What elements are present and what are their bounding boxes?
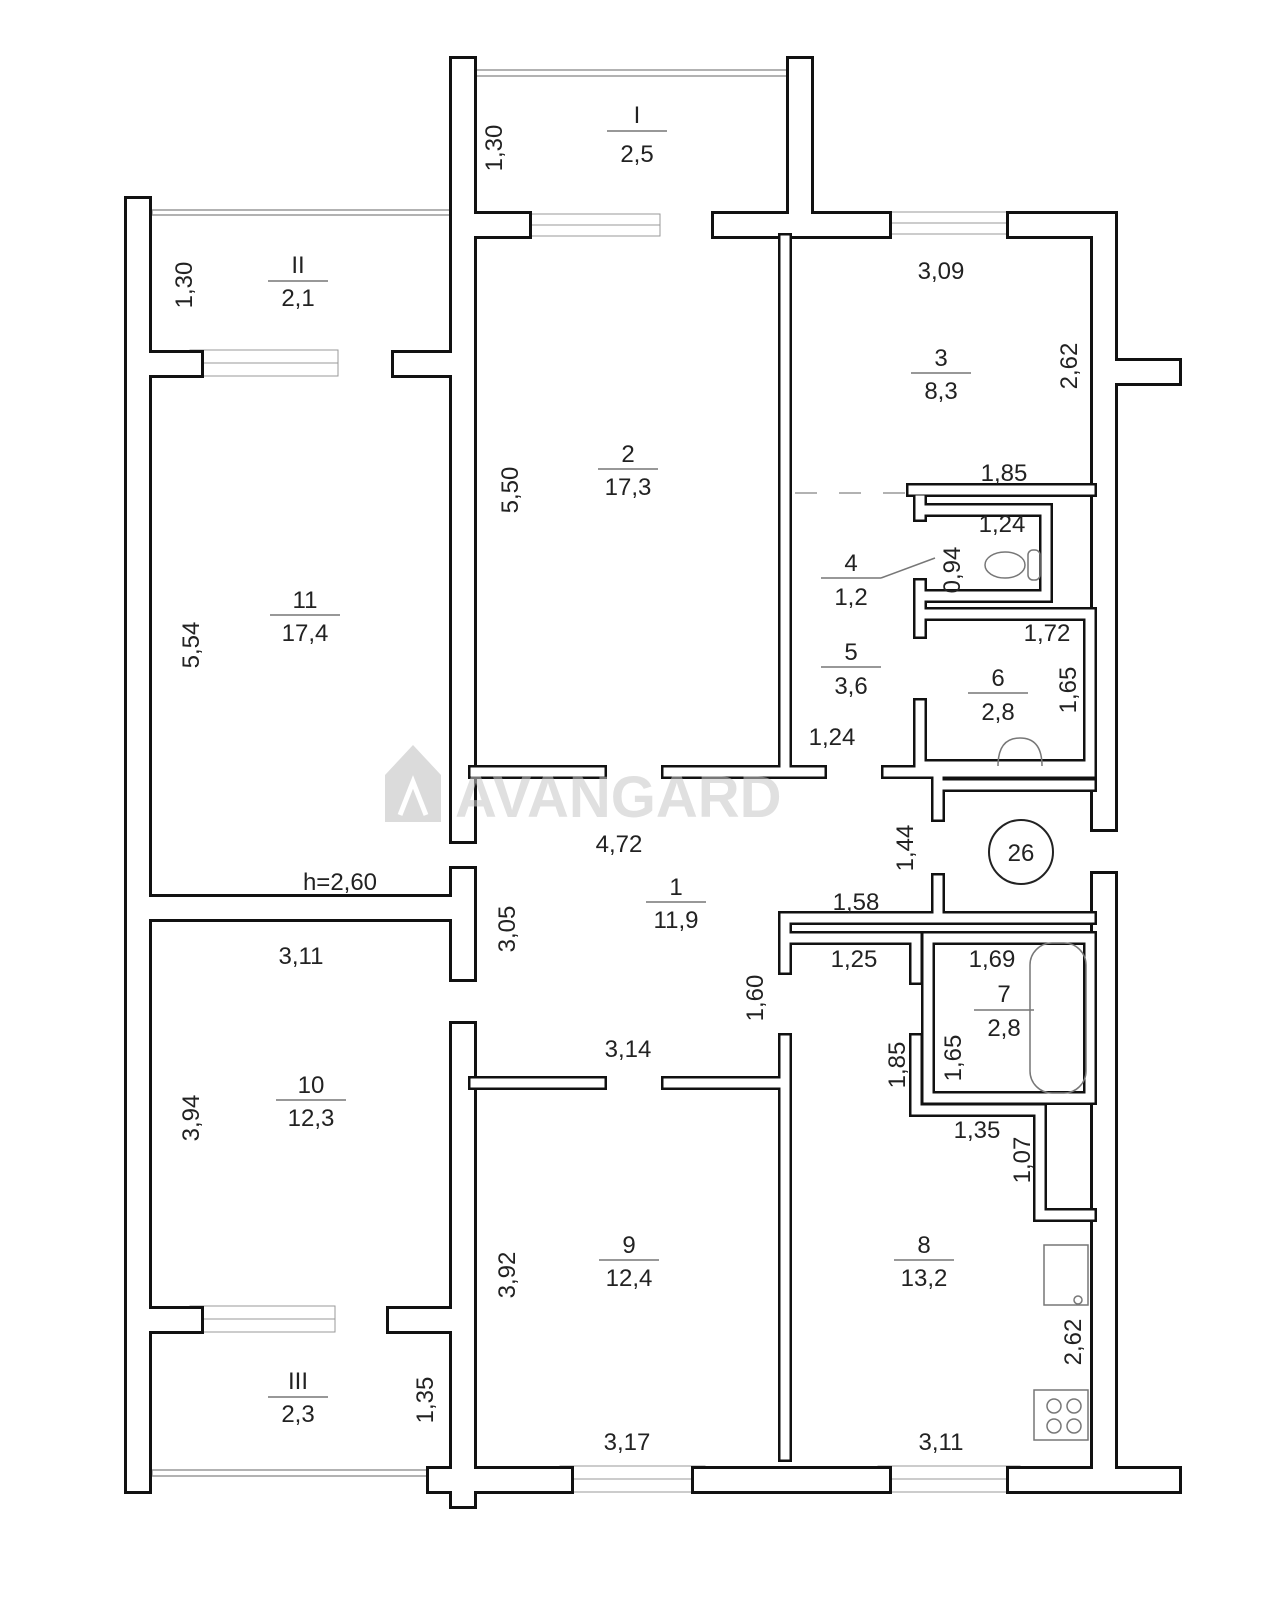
sink-icon xyxy=(997,737,1043,767)
svg-text:17,3: 17,3 xyxy=(605,474,652,501)
svg-text:4,72: 4,72 xyxy=(596,831,643,858)
svg-text:1,2: 1,2 xyxy=(834,584,867,611)
svg-text:2,8: 2,8 xyxy=(981,699,1014,726)
svg-text:12,4: 12,4 xyxy=(606,1265,653,1292)
svg-text:3,09: 3,09 xyxy=(918,258,965,285)
svg-text:3,94: 3,94 xyxy=(178,1095,205,1142)
watermark-logo: AVANGARD xyxy=(385,745,782,830)
svg-text:2,3: 2,3 xyxy=(281,1401,314,1428)
svg-text:2,8: 2,8 xyxy=(987,1015,1020,1042)
svg-text:3: 3 xyxy=(934,345,947,372)
svg-text:5,54: 5,54 xyxy=(178,622,205,669)
svg-text:1,58: 1,58 xyxy=(833,889,880,916)
bathtub-icon xyxy=(1029,942,1087,1094)
room-5: 53,6 xyxy=(821,639,881,700)
svg-text:3,05: 3,05 xyxy=(494,906,521,953)
room-3: 38,3 xyxy=(911,345,971,405)
svg-text:9: 9 xyxy=(622,1232,635,1259)
svg-text:7: 7 xyxy=(997,981,1010,1008)
svg-text:2: 2 xyxy=(621,441,634,468)
svg-text:1: 1 xyxy=(669,874,682,901)
svg-text:1,30: 1,30 xyxy=(481,125,508,172)
room-10: 10 12,3 xyxy=(276,1072,346,1132)
svg-text:1,72: 1,72 xyxy=(1024,620,1071,647)
svg-text:2,1: 2,1 xyxy=(281,285,314,312)
svg-text:3,11: 3,11 xyxy=(919,1429,964,1456)
room-11: 11 17,4 xyxy=(270,587,340,647)
svg-text:1,65: 1,65 xyxy=(1055,667,1082,714)
svg-text:11: 11 xyxy=(293,587,318,614)
room-labels: 111,9 217,3 38,3 41,2 53,6 62,8 72,8 813… xyxy=(268,102,1034,1428)
svg-text:2,5: 2,5 xyxy=(620,141,653,168)
svg-text:1,85: 1,85 xyxy=(981,460,1028,487)
svg-text:III: III xyxy=(288,1368,308,1395)
balcony-III: III 2,3 xyxy=(268,1368,328,1428)
svg-text:1,24: 1,24 xyxy=(979,511,1026,538)
svg-text:3,17: 3,17 xyxy=(604,1429,651,1456)
svg-text:1,07: 1,07 xyxy=(1009,1137,1036,1184)
stove-icon xyxy=(1033,1389,1089,1441)
svg-text:0,94: 0,94 xyxy=(939,547,966,594)
svg-text:1,25: 1,25 xyxy=(831,946,878,973)
room-4: 41,2 xyxy=(821,550,936,611)
svg-text:3,14: 3,14 xyxy=(605,1036,652,1063)
svg-text:6: 6 xyxy=(991,665,1004,692)
windows xyxy=(189,211,1021,1493)
svg-text:4: 4 xyxy=(844,550,857,577)
svg-text:10: 10 xyxy=(298,1072,325,1099)
svg-text:1,24: 1,24 xyxy=(809,724,856,751)
svg-text:12,3: 12,3 xyxy=(288,1105,335,1132)
svg-text:1,44: 1,44 xyxy=(892,825,919,872)
ceiling-height: h=2,60 xyxy=(303,869,377,896)
svg-text:1,30: 1,30 xyxy=(171,262,198,309)
svg-text:11,9: 11,9 xyxy=(654,907,699,934)
shaft-label: 26 xyxy=(1008,840,1035,867)
room-9: 912,4 xyxy=(599,1232,659,1292)
svg-text:1,35: 1,35 xyxy=(954,1117,1001,1144)
svg-text:5: 5 xyxy=(844,639,857,666)
ventilation-shaft: 26 xyxy=(988,819,1054,885)
svg-text:I: I xyxy=(634,102,641,129)
svg-text:17,4: 17,4 xyxy=(282,620,329,647)
balcony-I: I 2,5 xyxy=(607,102,667,168)
svg-text:II: II xyxy=(291,252,304,279)
svg-text:3,6: 3,6 xyxy=(834,673,867,700)
toilet-icon xyxy=(984,549,1041,581)
svg-text:2,62: 2,62 xyxy=(1060,1319,1087,1366)
svg-text:1,35: 1,35 xyxy=(412,1377,439,1424)
svg-text:3,92: 3,92 xyxy=(494,1252,521,1299)
svg-text:2,62: 2,62 xyxy=(1056,343,1083,390)
svg-text:1,85: 1,85 xyxy=(884,1042,911,1089)
room-6: 62,8 xyxy=(968,665,1028,726)
room-8: 813,2 xyxy=(894,1232,954,1292)
room-7: 72,8 xyxy=(974,981,1034,1042)
svg-text:13,2: 13,2 xyxy=(901,1265,948,1292)
svg-text:8: 8 xyxy=(917,1232,930,1259)
svg-text:1,69: 1,69 xyxy=(969,946,1016,973)
svg-text:1,60: 1,60 xyxy=(742,975,769,1022)
svg-text:3,11: 3,11 xyxy=(279,943,324,970)
dimension-labels: 1,30 1,30 1,35 5,50 3,09 2,62 1,85 1,24 … xyxy=(171,125,1087,1456)
balcony-II: II 2,1 xyxy=(268,252,328,312)
room-2: 217,3 xyxy=(598,441,658,501)
svg-text:1,65: 1,65 xyxy=(940,1035,967,1082)
kitchen-sink-icon xyxy=(1043,1244,1089,1306)
watermark-text: AVANGARD xyxy=(455,765,782,830)
room-1: 111,9 xyxy=(646,874,706,934)
svg-text:8,3: 8,3 xyxy=(924,378,957,405)
svg-text:5,50: 5,50 xyxy=(497,467,524,514)
